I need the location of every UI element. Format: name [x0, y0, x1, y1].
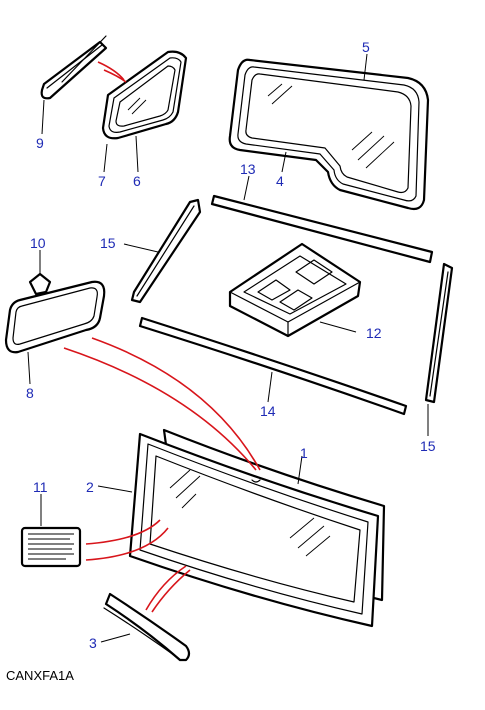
- callout-2: 2: [86, 479, 94, 495]
- callout-9: 8: [26, 385, 34, 401]
- part-12-storage-tray: [228, 242, 362, 338]
- part-13-seal-strip: [210, 194, 434, 264]
- callout-labels: 9 7 6 4 5 13 15 10 8 12 14 15 1 2 11 3: [26, 39, 436, 651]
- callout-10: 10: [30, 235, 46, 251]
- callout-12: 12: [366, 325, 382, 341]
- callout-11: 11: [33, 479, 48, 495]
- callout-7: 7: [98, 173, 106, 189]
- part-8-seal-strip: [40, 35, 108, 100]
- callout-4: 4: [276, 173, 284, 189]
- part-4-5-side-window: [228, 58, 430, 211]
- part-15-right-trim: [424, 262, 454, 404]
- part-1-2-windscreen: [128, 428, 386, 628]
- part-9-10-mirror: [4, 272, 106, 354]
- part-6-7-side-window: [101, 50, 188, 140]
- callout-6: 6: [133, 173, 141, 189]
- leader-lines: [27, 53, 429, 643]
- part-3-finisher-strip: [103, 592, 191, 662]
- red-pointer-curves: [63, 61, 261, 613]
- callout-1: 1: [300, 445, 308, 461]
- drawing-code: CANXFA1A: [6, 668, 74, 683]
- callout-5: 5: [362, 39, 370, 55]
- callout-14: 14: [260, 403, 276, 419]
- callout-3: 3: [89, 635, 97, 651]
- part-15-left-trim: [130, 198, 202, 304]
- callout-8: 9: [36, 135, 44, 151]
- callout-15-left: 15: [100, 235, 116, 251]
- callout-15-right: 15: [420, 438, 436, 454]
- part-11-label: [20, 526, 82, 568]
- part-14-seal-strip: [138, 316, 408, 416]
- callout-13: 13: [240, 161, 256, 177]
